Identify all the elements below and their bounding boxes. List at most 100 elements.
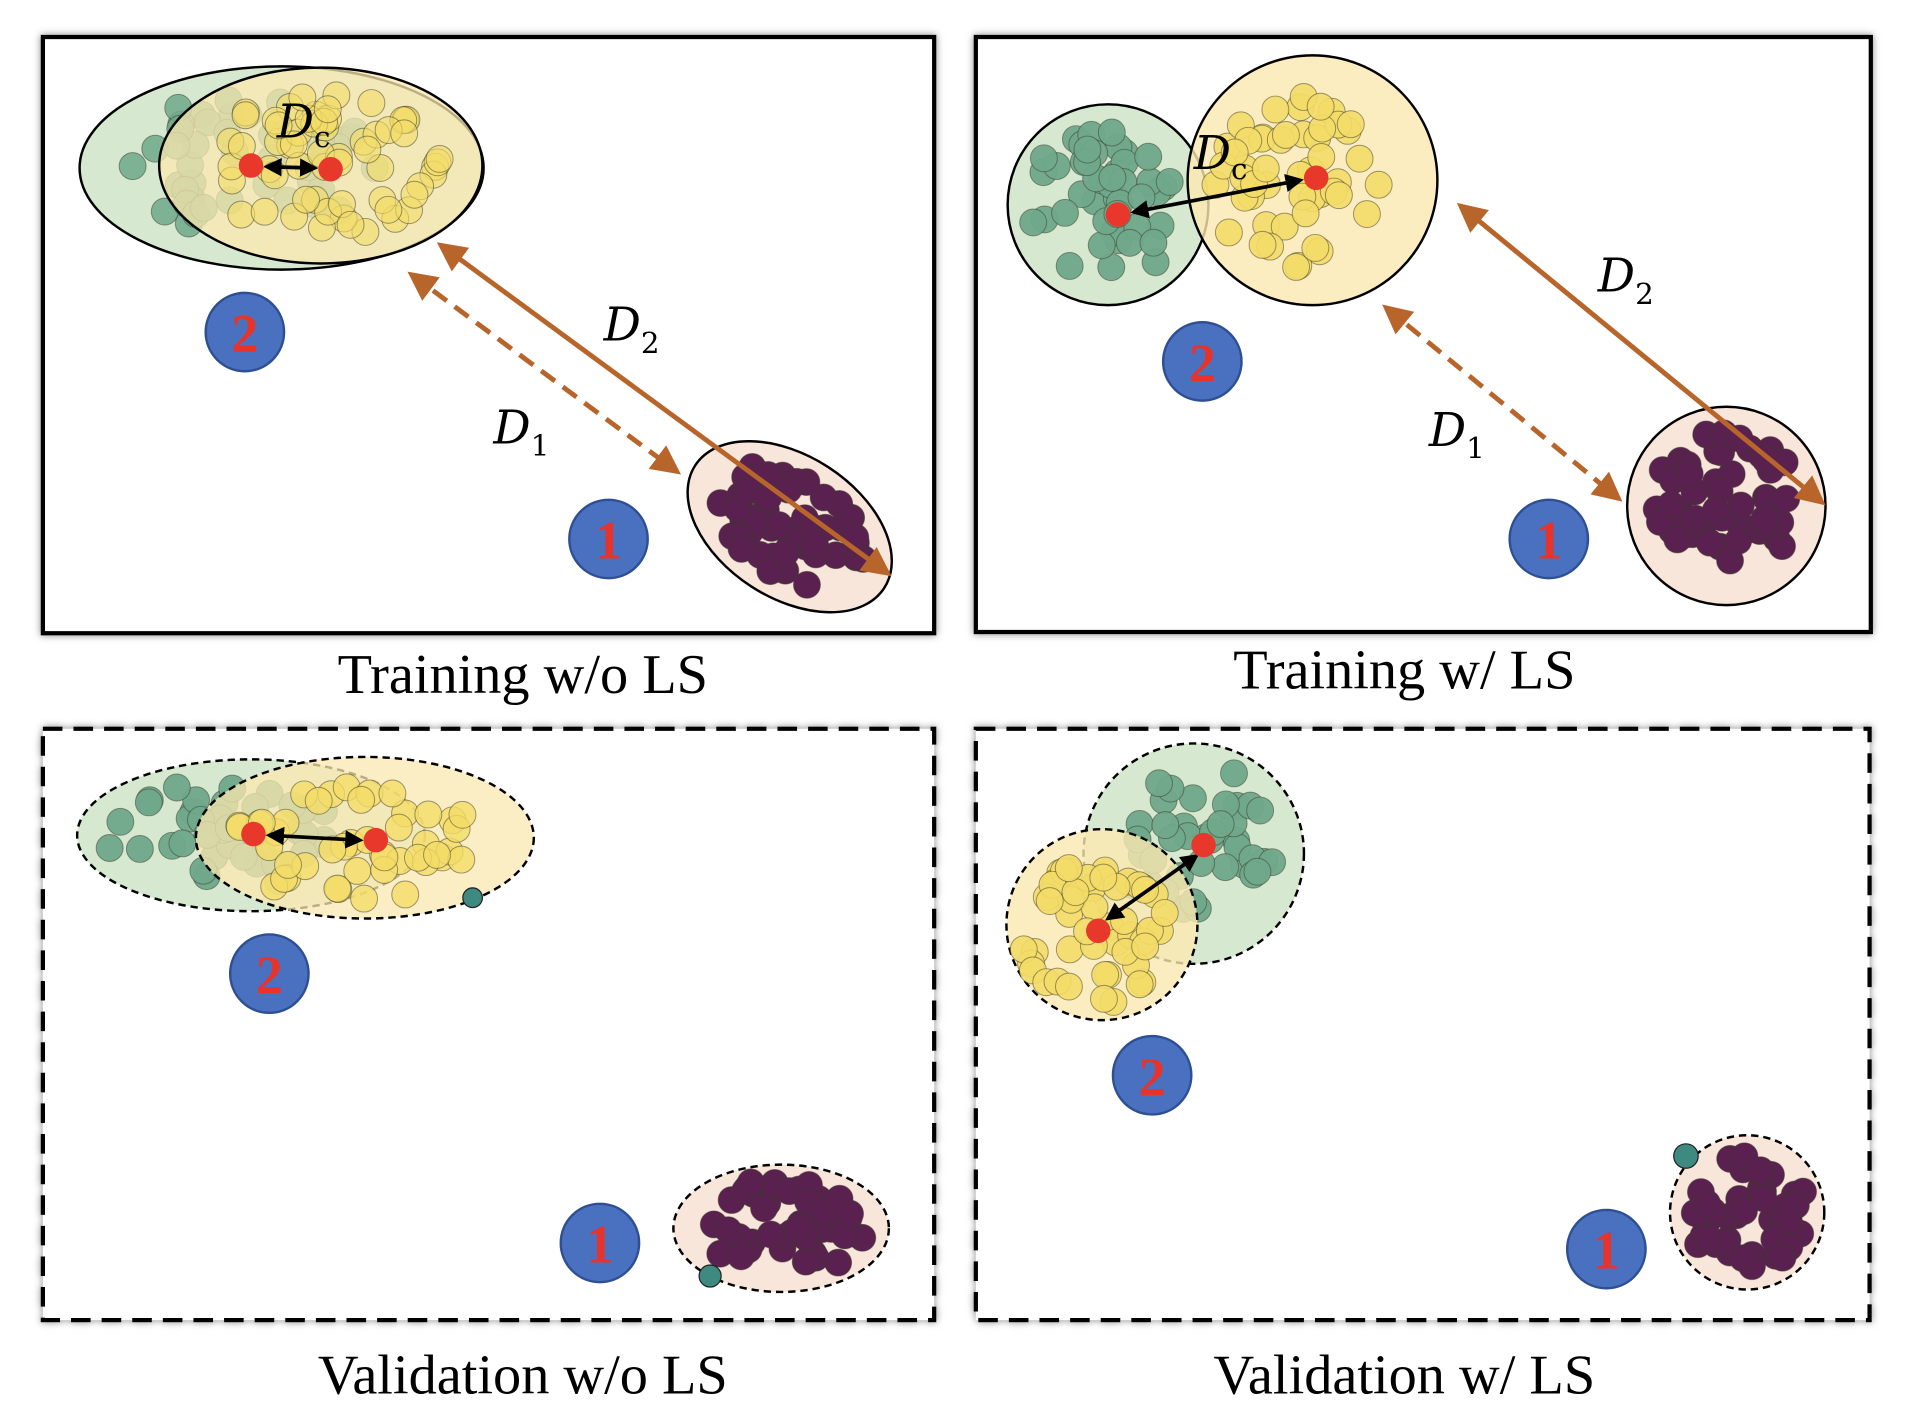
data-point <box>824 1248 853 1277</box>
data-point <box>264 111 293 140</box>
caption: Validation w/ LS <box>1214 1345 1596 1407</box>
label-d2: D2 <box>603 298 660 360</box>
data-point <box>106 807 135 836</box>
data-point <box>162 773 191 802</box>
centroid-yellow <box>1086 918 1111 944</box>
outlier-point <box>462 887 484 909</box>
data-point <box>1139 228 1168 257</box>
centroid-distance-arrow <box>1130 173 1304 219</box>
centroid-distance-arrow <box>1105 853 1200 921</box>
label-dc: Dc <box>276 94 331 154</box>
data-point <box>168 829 197 858</box>
data-point <box>1073 135 1102 164</box>
data-point <box>1730 1197 1758 1225</box>
data-point <box>1155 167 1184 196</box>
svg-text:1: 1 <box>595 511 622 571</box>
data-point <box>792 570 821 599</box>
centroid-yellow <box>363 827 389 853</box>
data-point <box>791 1247 820 1276</box>
data-point <box>448 800 477 829</box>
svg-text:1: 1 <box>1593 1221 1620 1281</box>
outlier-point <box>698 1264 722 1288</box>
badge-1: 1 <box>1565 1208 1647 1290</box>
data-point <box>400 180 429 209</box>
data-point <box>250 197 279 226</box>
data-point <box>1352 200 1381 229</box>
caption: Training w/ LS <box>1233 639 1575 701</box>
data-point <box>1127 183 1156 212</box>
data-point <box>1089 984 1118 1013</box>
centroid-green <box>238 153 264 178</box>
data-point <box>313 95 342 124</box>
caption: Validation w/o LS <box>318 1345 728 1407</box>
badge-2: 2 <box>1161 321 1243 402</box>
data-point <box>1324 181 1353 210</box>
cluster-purple-points <box>1680 1142 1818 1281</box>
svg-text:2: 2 <box>1189 333 1216 393</box>
data-point <box>134 788 163 817</box>
data-point <box>727 534 756 563</box>
data-point <box>736 1168 765 1197</box>
data-point <box>1645 507 1674 536</box>
data-point <box>750 1194 778 1223</box>
data-point <box>727 1242 755 1271</box>
data-point <box>1220 138 1249 167</box>
panel-training-without-ls: Dc D2 D1 2 1 Training w/o LS <box>40 34 937 706</box>
data-point <box>1089 863 1118 892</box>
data-point <box>1091 960 1120 989</box>
cluster-yellow-points <box>225 773 477 913</box>
data-point <box>1131 932 1160 961</box>
data-point <box>1246 796 1275 825</box>
data-point <box>756 1220 785 1249</box>
data-point <box>1675 459 1704 488</box>
data-point <box>447 845 476 874</box>
data-point <box>1029 144 1058 173</box>
badge-1: 1 <box>559 1202 641 1284</box>
data-point <box>1220 759 1248 788</box>
data-point <box>1061 878 1090 907</box>
data-point <box>271 808 300 837</box>
data-point <box>1701 496 1730 525</box>
data-point <box>1364 170 1393 199</box>
data-point <box>125 835 154 863</box>
data-point <box>1271 120 1300 149</box>
data-point <box>1772 484 1801 513</box>
data-point <box>1749 1184 1778 1213</box>
data-point <box>1145 769 1174 798</box>
data-point <box>1098 163 1127 192</box>
data-point <box>1110 907 1139 935</box>
data-point <box>1087 231 1116 260</box>
data-point <box>231 101 260 130</box>
data-point <box>391 880 420 909</box>
data-point <box>353 135 382 164</box>
outlier-point <box>1673 1143 1699 1169</box>
data-point <box>1019 208 1048 237</box>
data-point <box>357 89 386 117</box>
data-point <box>1214 218 1243 247</box>
data-point <box>350 884 379 913</box>
centroid-distance-arrow <box>263 157 319 177</box>
data-point <box>1345 144 1374 173</box>
centroid-yellow <box>1303 165 1329 191</box>
data-point <box>118 152 147 181</box>
centroid-green <box>241 821 266 847</box>
data-point <box>1306 92 1335 121</box>
distance-arrow-d1 <box>407 271 682 475</box>
data-point <box>1336 110 1365 139</box>
badge-1: 1 <box>568 498 649 580</box>
data-point <box>714 1216 743 1245</box>
svg-text:2: 2 <box>231 304 258 364</box>
data-point <box>304 786 333 815</box>
label-dc: Dc <box>1193 126 1248 186</box>
centroid-green <box>1191 832 1216 858</box>
data-point <box>414 800 443 829</box>
data-point <box>1694 1224 1723 1253</box>
badge-2: 2 <box>204 291 286 373</box>
data-point <box>95 834 124 862</box>
data-point <box>1134 142 1163 171</box>
data-point <box>1695 528 1724 557</box>
data-point <box>1097 118 1126 147</box>
data-point <box>1051 198 1079 227</box>
cluster-purple-points <box>699 1168 877 1277</box>
